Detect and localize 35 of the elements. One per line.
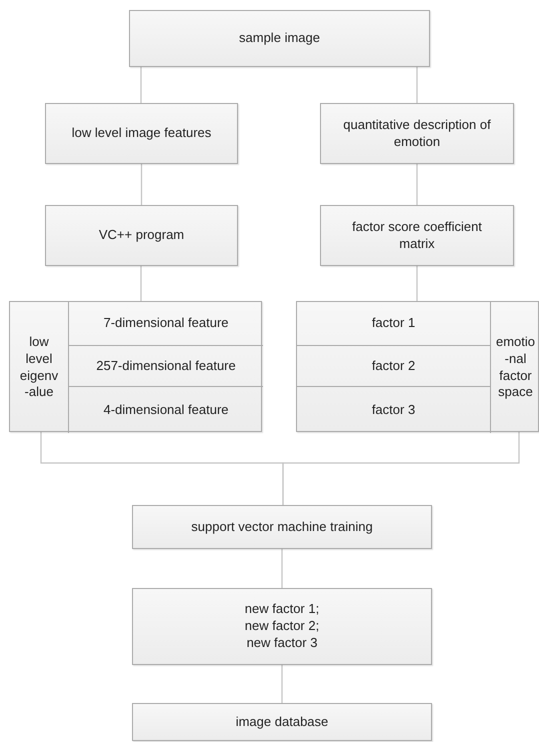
node-label: emotio -nal factor space	[494, 334, 536, 402]
connector-line	[140, 266, 142, 301]
connector-line	[416, 164, 418, 205]
node-label: new factor 1; new factor 2; new factor 3	[244, 601, 320, 652]
node-label: sample image	[238, 30, 321, 47]
process-box	[45, 205, 238, 266]
node-label: image database	[234, 714, 330, 730]
node-label: factor 3	[370, 402, 416, 418]
connector-line	[416, 67, 418, 103]
node-label: quantitative description of emotion	[342, 116, 492, 150]
connector-line	[281, 549, 283, 588]
process-box	[129, 10, 430, 67]
connector-line	[282, 432, 520, 505]
connector-line	[140, 67, 142, 103]
node-label: 257-dimensional feature	[95, 358, 237, 374]
group-box	[296, 301, 539, 432]
node-label: support vector machine training	[190, 518, 374, 536]
connector-line	[140, 164, 142, 205]
node-label: low level image features	[70, 125, 212, 142]
node-label: factor 1	[370, 315, 416, 332]
process-box	[132, 505, 432, 549]
node-label: VC++ program	[98, 227, 186, 244]
node-label: low level eigenv -alue	[18, 334, 60, 402]
connector-line	[416, 266, 418, 301]
node-label: 4-dimensional feature	[102, 402, 230, 418]
process-box	[45, 103, 238, 164]
node-label: factor score coefficient matrix	[351, 218, 483, 252]
group-box	[9, 301, 262, 432]
node-label: 7-dimensional feature	[102, 315, 230, 332]
process-box	[320, 205, 514, 266]
process-box	[132, 588, 432, 665]
process-box	[132, 703, 432, 741]
node-label: factor 2	[370, 358, 416, 374]
process-box	[320, 103, 514, 164]
connector-line	[281, 665, 283, 703]
